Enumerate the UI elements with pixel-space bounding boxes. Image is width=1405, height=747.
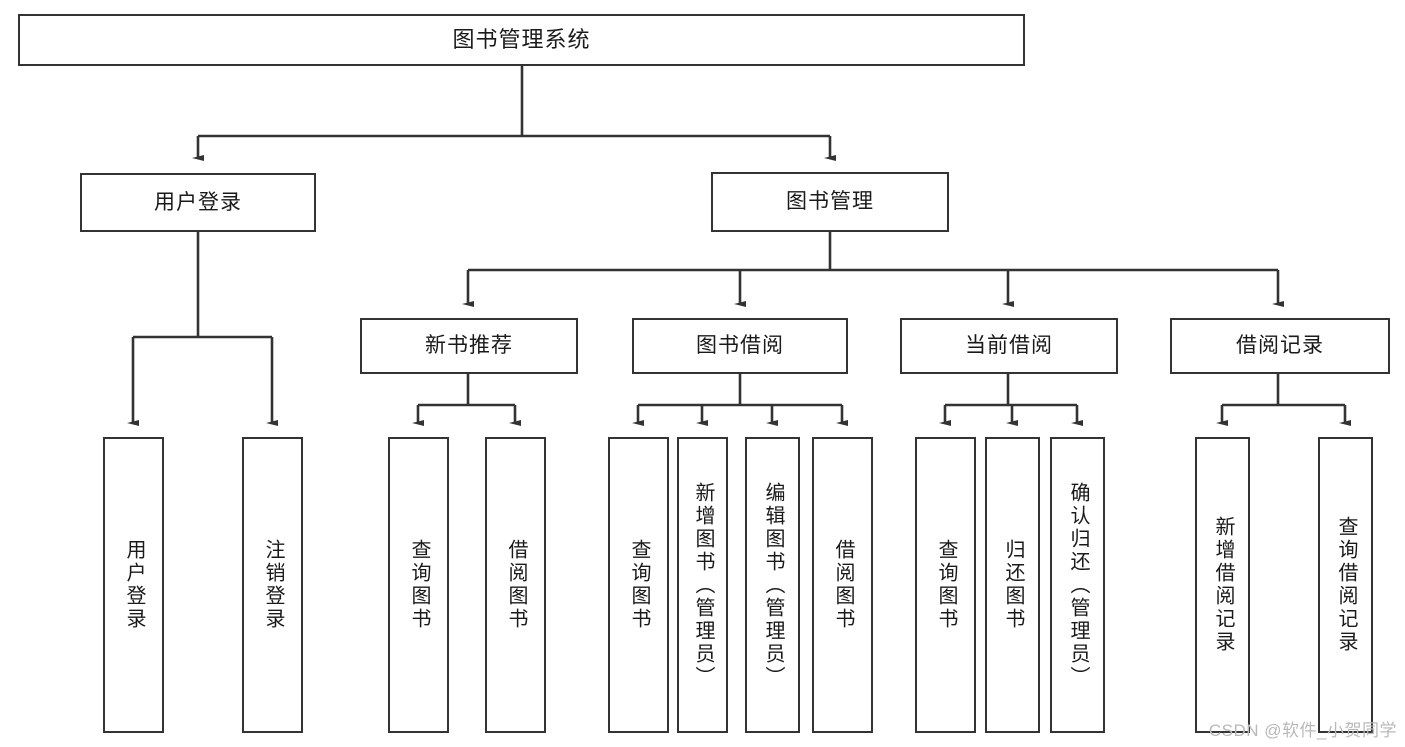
node-root-book-management-system[interactable]: 图书管理系统 [18,14,1025,66]
node-label: 当前借阅 [965,334,1053,358]
node-label: 注销登录 [262,539,284,631]
node-label: 借阅图书 [505,539,527,631]
node-label: 归还图书 [1002,539,1024,631]
node-leaf-query-book-3[interactable]: 查询图书 [915,437,976,733]
node-leaf-edit-book[interactable]: 编辑图书（管理员） [745,437,800,733]
node-label: 图书管理 [786,190,874,214]
node-leaf-borrow-book-1[interactable]: 借阅图书 [485,437,546,733]
node-label: 编辑图书（管理员） [762,481,784,689]
node-label: 借阅图书 [832,539,854,631]
node-label: 新增图书（管理员） [692,481,714,689]
node-leaf-add-borrow-record[interactable]: 新增借阅记录 [1195,437,1250,733]
node-leaf-add-book[interactable]: 新增图书（管理员） [677,437,728,733]
node-label: 图书管理系统 [452,26,591,52]
node-label: 新书推荐 [425,334,513,358]
node-book-borrow[interactable]: 图书借阅 [632,318,848,374]
node-leaf-return-book[interactable]: 归还图书 [985,437,1040,733]
node-new-book-recommend[interactable]: 新书推荐 [360,318,578,374]
node-current-borrow[interactable]: 当前借阅 [900,318,1118,374]
node-leaf-user-login[interactable]: 用户登录 [103,437,164,733]
node-book-management[interactable]: 图书管理 [711,172,949,232]
node-leaf-query-book-2[interactable]: 查询图书 [608,437,669,733]
node-label: 确认归还（管理员） [1067,481,1089,689]
node-leaf-confirm-return[interactable]: 确认归还（管理员） [1050,437,1105,733]
node-leaf-logout-login[interactable]: 注销登录 [242,437,303,733]
node-label: 图书借阅 [696,334,784,358]
node-label: 新增借阅记录 [1212,516,1234,654]
csdn-watermark: CSDN @软件_小贺同学 [1208,721,1397,740]
node-leaf-query-book-1[interactable]: 查询图书 [388,437,449,733]
node-user-login[interactable]: 用户登录 [80,173,316,232]
node-borrow-record[interactable]: 借阅记录 [1170,318,1390,374]
node-label: 借阅记录 [1236,334,1324,358]
node-leaf-borrow-book-2[interactable]: 借阅图书 [812,437,873,733]
node-label: 查询图书 [935,539,957,631]
node-label: 查询图书 [628,539,650,631]
node-leaf-query-borrow-record[interactable]: 查询借阅记录 [1318,437,1373,733]
node-label: 查询图书 [408,539,430,631]
node-label: 查询借阅记录 [1335,516,1357,654]
node-label: 用户登录 [154,190,242,214]
node-label: 用户登录 [123,539,145,631]
